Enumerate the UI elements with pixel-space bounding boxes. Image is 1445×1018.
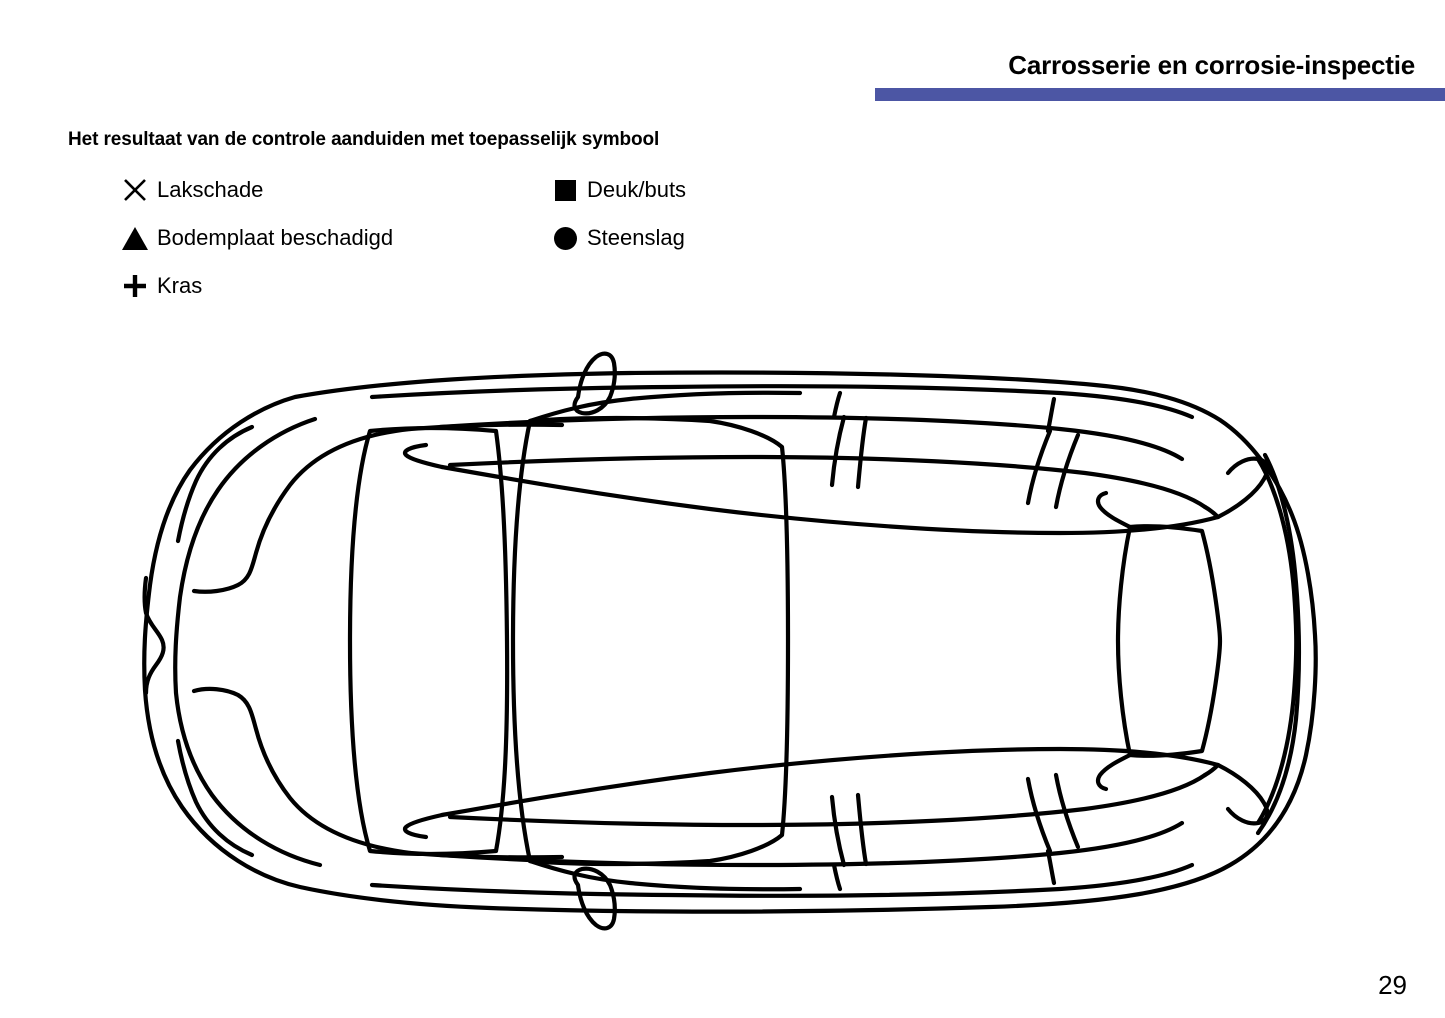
legend-item-label: Bodemplaat beschadigd <box>157 225 394 250</box>
legend-heading: Het resultaat van de controle aanduiden … <box>68 129 660 150</box>
lower-b-pillar-rear <box>855 792 869 867</box>
lower-b-pillar-front <box>829 794 847 868</box>
car-body-inner-line <box>173 416 323 868</box>
rear-window-lower-seam <box>1202 762 1221 778</box>
taillight-lower <box>1215 762 1270 826</box>
rear-quarter-lower <box>1095 752 1133 792</box>
car-body-outline <box>142 370 1318 914</box>
lower-side-rail-outer <box>369 862 1195 898</box>
legend-item-label: Lakschade <box>157 177 264 202</box>
legend-section: Het resultaat van de controle aanduiden … <box>68 128 968 298</box>
lower-door-seam-front <box>831 862 843 892</box>
upper-window-nose <box>402 442 445 470</box>
hood-panel <box>347 425 510 857</box>
legend-item-label: Steenslag <box>587 225 685 250</box>
upper-side-rail-outer <box>369 384 1195 420</box>
lower-window-nose <box>402 812 445 840</box>
triangle-icon <box>113 226 157 250</box>
side-mirror-left <box>572 351 617 416</box>
circle-icon <box>543 226 587 250</box>
bonnet-panel-lower <box>191 686 413 856</box>
square-icon <box>543 179 587 201</box>
rear-bumper-seam <box>1255 456 1299 826</box>
front-bumper-notch <box>142 575 166 696</box>
legend-column-left: Lakschade Bodemplaat beschadigd Kras <box>113 166 533 310</box>
boot-lid-panel <box>1115 524 1223 758</box>
side-mirror-right <box>572 866 617 931</box>
taillight-upper <box>1215 456 1270 520</box>
rear-quarter-upper <box>1095 490 1133 530</box>
page-title: Carrosserie en corrosie-inspectie <box>1008 50 1415 80</box>
car-top-view-diagram[interactable] <box>110 335 1340 945</box>
lower-window-band-upper <box>447 772 1208 828</box>
legend-item-lakschade: Lakschade <box>113 166 533 214</box>
page-header: Carrosserie en corrosie-inspectie <box>875 48 1445 106</box>
upper-window-band-lower <box>447 454 1208 510</box>
page-number: 29 <box>1378 970 1407 1000</box>
cross-icon <box>113 177 157 203</box>
headlight-upper <box>175 424 255 544</box>
upper-door-seam-front <box>831 390 843 420</box>
plus-icon <box>113 273 157 299</box>
headlight-lower <box>175 738 255 858</box>
upper-c-pillar-front <box>1025 428 1053 506</box>
legend-item-label: Kras <box>157 273 203 298</box>
legend-item-label: Deuk/buts <box>587 177 687 202</box>
windshield-upper-seam <box>527 390 803 424</box>
legend-item-deuk-buts: Deuk/buts <box>543 166 943 214</box>
car-body-inner-line-rear <box>1255 452 1302 836</box>
legend-columns: Lakschade Bodemplaat beschadigd Kras <box>68 166 968 298</box>
lower-door-seam-rear <box>1045 848 1057 886</box>
upper-b-pillar-front <box>829 414 847 488</box>
legend-item-bodemplaat-beschadigd: Bodemplaat beschadigd <box>113 214 533 262</box>
lower-c-pillar-rear <box>1053 772 1081 850</box>
legend-column-right: Deuk/buts Steenslag <box>543 166 943 262</box>
upper-b-pillar-rear <box>855 415 869 490</box>
car-outline-svg <box>142 351 1318 931</box>
lower-c-pillar-front <box>1025 776 1053 854</box>
upper-door-seam-rear <box>1045 396 1057 434</box>
upper-c-pillar-rear <box>1053 432 1081 510</box>
windshield-lower-seam <box>527 858 803 892</box>
legend-item-steenslag: Steenslag <box>543 214 943 262</box>
rear-window-upper-seam <box>1202 504 1221 520</box>
legend-item-kras: Kras <box>113 262 533 310</box>
roof-panel <box>510 415 791 867</box>
bonnet-panel <box>191 426 413 594</box>
title-underline-rule <box>875 88 1445 101</box>
